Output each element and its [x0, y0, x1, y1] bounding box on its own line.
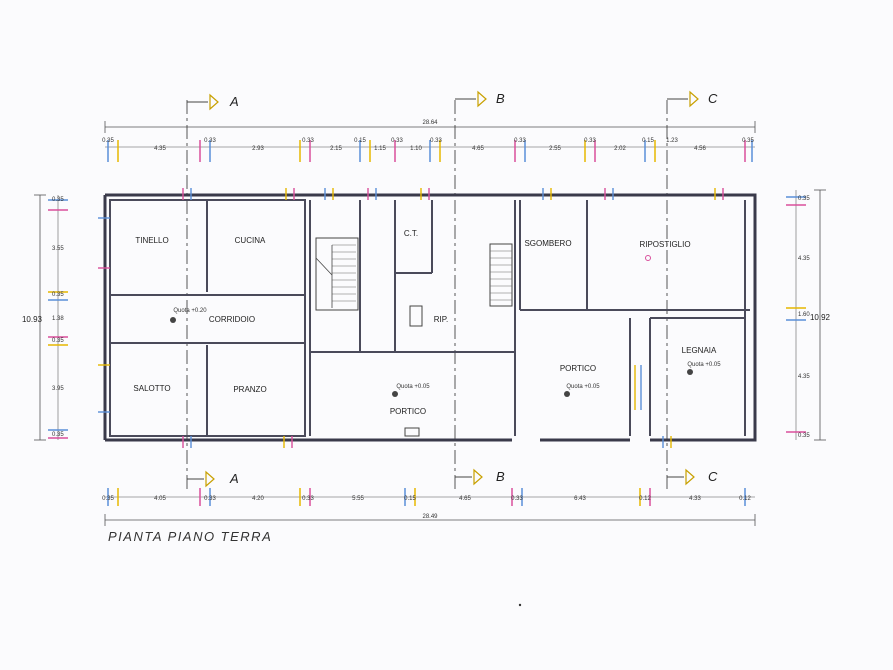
dimension-bottom-overall: 28.49 [104, 514, 756, 526]
section-label-a-bottom: A [229, 471, 239, 486]
building [98, 188, 757, 448]
dim-bottom-10: 0.12 [639, 496, 651, 502]
dim-bottom-2: 0.33 [204, 496, 216, 502]
section-arrow-icon [473, 468, 483, 486]
room-ripostiglio: RIPOSTIGLIO [639, 240, 690, 249]
dim-bottom-8: 0.33 [511, 496, 523, 502]
dimension-right: 10.92 0.35 4.35 1.60 4.35 0.35 [786, 189, 831, 441]
dim-top-12: 0.33 [514, 138, 526, 144]
dim-top-6: 0.15 [354, 138, 366, 144]
dim-top-16: 0.15 [642, 138, 654, 144]
section-label-b-bottom: B [496, 469, 505, 484]
drawing-title: PIANTA PIANO TERRA [108, 529, 272, 544]
staircase-right [489, 243, 513, 307]
dim-top-1: 4.35 [154, 146, 166, 152]
dimension-top-overall: 28.64 [104, 120, 756, 133]
room-salotto: SALOTTO [133, 384, 170, 393]
dim-top-4: 0.33 [302, 138, 314, 144]
room-sgombero: SGOMBERO [524, 239, 571, 248]
section-arrow-icon [685, 468, 695, 486]
dim-top-8: 0.33 [391, 138, 403, 144]
dim-bottom-4: 0.33 [302, 496, 314, 502]
staircase-left [315, 237, 359, 311]
dim-left-4: 0.35 [52, 338, 64, 344]
dim-right-4: 0.35 [798, 433, 810, 439]
dim-bottom-11: 4.33 [689, 496, 701, 502]
dim-top-18: 4.56 [694, 146, 706, 152]
level-icon [392, 391, 398, 397]
level-icon [687, 369, 693, 375]
section-label-b-top: B [496, 91, 505, 106]
marker-icon [645, 255, 651, 261]
section-label-a-top: A [229, 94, 239, 109]
dim-top-13: 2.55 [549, 146, 561, 152]
quote-legnaia: Quota +0.05 [687, 362, 721, 368]
dim-left-0: 0.35 [52, 197, 64, 203]
section-arrow-icon [209, 93, 219, 111]
section-lines: A B C A B C [186, 90, 718, 490]
quote-portico-right: Quota +0.05 [566, 384, 600, 390]
dim-top-19: 0.35 [742, 138, 754, 144]
dim-left-3: 1.38 [52, 316, 64, 322]
dim-top-14: 0.33 [584, 138, 596, 144]
fixture [404, 427, 420, 437]
dim-overall-left: 10.93 [22, 315, 43, 324]
section-label-c-top: C [708, 91, 718, 106]
dim-top-0: 0.35 [102, 138, 114, 144]
dim-left-6: 0.35 [52, 432, 64, 438]
dim-left-1: 3.55 [52, 246, 64, 252]
dim-left-5: 3.95 [52, 386, 64, 392]
dimension-left: 10.93 0.35 3.55 0.35 1.38 0.35 3.95 0.35 [22, 194, 68, 441]
room-rip: RIP. [434, 315, 449, 324]
dot-mark [518, 603, 522, 607]
quote-corridoio: Quota +0.20 [173, 308, 207, 314]
dim-bottom-1: 4.05 [154, 496, 166, 502]
room-tinello: TINELLO [135, 236, 168, 245]
dim-right-0: 0.35 [798, 196, 810, 202]
dimension-top-chain: 0.35 4.35 0.33 2.93 0.33 2.15 0.15 1.15 … [102, 138, 755, 162]
dim-overall-right: 10.92 [810, 313, 831, 322]
room-corridoio: CORRIDOIO [209, 315, 255, 324]
dim-top-3: 2.93 [252, 146, 264, 152]
section-label-c-bottom: C [708, 469, 718, 484]
section-arrow-icon [477, 90, 487, 108]
dim-bottom-5: 5.55 [352, 496, 364, 502]
room-cucina: CUCINA [235, 236, 266, 245]
dim-top-9: 1.10 [410, 146, 422, 152]
dim-bottom-7: 4.65 [459, 496, 471, 502]
level-icon [564, 391, 570, 397]
room-ct: C.T. [404, 229, 418, 238]
room-legnaia: LEGNAIA [682, 346, 717, 355]
room-portico-right: PORTICO [560, 364, 596, 373]
dim-top-10: 0.33 [430, 138, 442, 144]
dim-right-1: 4.35 [798, 256, 810, 262]
dim-overall-top: 28.64 [422, 120, 438, 126]
fixture [409, 305, 423, 327]
room-labels: TINELLO CUCINA CORRIDOIO Quota +0.20 SAL… [133, 229, 721, 416]
room-pranzo: PRANZO [233, 385, 266, 394]
dim-overall-bottom: 28.49 [422, 514, 438, 520]
dim-top-15: 2.02 [614, 146, 626, 152]
room-portico-left: PORTICO [390, 407, 426, 416]
dim-bottom-9: 6.43 [574, 496, 586, 502]
dimension-bottom-chain: 0.35 4.05 0.33 4.20 0.33 5.55 0.15 4.65 … [102, 488, 755, 506]
quote-portico-left: Quota +0.05 [396, 384, 430, 390]
section-arrow-icon [205, 470, 215, 488]
section-arrow-icon [689, 90, 699, 108]
dim-bottom-12: 0.12 [739, 496, 751, 502]
dim-right-3: 4.35 [798, 374, 810, 380]
window-marks [98, 188, 724, 448]
dim-right-2: 1.60 [798, 312, 810, 318]
dim-bottom-6: 0.15 [404, 496, 416, 502]
dim-top-5: 2.15 [330, 146, 342, 152]
dim-left-2: 0.35 [52, 292, 64, 298]
dim-bottom-0: 0.35 [102, 496, 114, 502]
dim-top-17: 1.23 [666, 138, 678, 144]
dim-top-11: 4.65 [472, 146, 484, 152]
dim-top-7: 1.15 [374, 146, 386, 152]
level-icon [170, 317, 176, 323]
dim-top-2: 0.33 [204, 138, 216, 144]
dim-bottom-3: 4.20 [252, 496, 264, 502]
